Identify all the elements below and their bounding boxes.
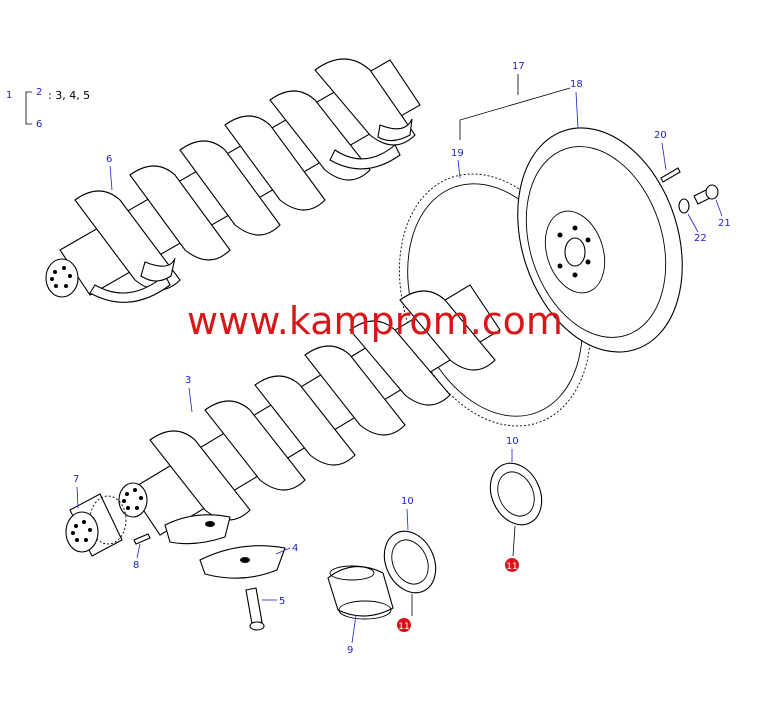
legend-branch-a-refs: : 3, 4, 5 [48, 89, 90, 102]
callout-9: 9 [347, 645, 353, 656]
callout-10-right: 10 [506, 436, 519, 447]
callout-10-left: 10 [401, 496, 414, 507]
callout-5: 5 [279, 596, 285, 607]
marker-11-right [505, 558, 519, 572]
marker-11-left [397, 618, 411, 632]
callout-19: 19 [451, 148, 464, 159]
callout-4: 4 [292, 543, 298, 554]
gear-pin: 8 [133, 533, 151, 571]
thrust-washer-right: 10 11 [489, 436, 543, 572]
bearing-cap-lower: 4 [199, 543, 298, 579]
callout-17: 17 [512, 61, 525, 72]
flywheel-assembly: 17 18 19 20 21 22 [399, 61, 731, 427]
callout-20: 20 [654, 130, 667, 141]
main-bearing: 9 [327, 565, 394, 656]
callout-8: 8 [133, 560, 139, 571]
legend-bracket [25, 91, 32, 125]
callout-11-left: 11 [398, 622, 409, 632]
assembly-legend: 1 2 : 3, 4, 5 6 [6, 87, 90, 130]
crankshaft-upper: 6 [45, 58, 421, 303]
crankshaft-lower: 3 [118, 284, 501, 536]
callout-3: 3 [185, 375, 191, 386]
callout-11-right: 11 [506, 562, 517, 572]
watermark-text: www.kamprom.com [187, 299, 563, 343]
legend-root: 1 [6, 90, 12, 101]
callout-18: 18 [570, 79, 583, 90]
flywheel [517, 127, 683, 353]
cap-bolt: 5 [245, 587, 285, 631]
callout-6: 6 [106, 154, 112, 165]
callout-21: 21 [718, 218, 731, 229]
bearing-cap-upper [164, 514, 231, 545]
legend-branch-b: 6 [36, 119, 42, 130]
thrust-washer-left: 10 11 [383, 496, 437, 632]
flywheel-bolt [693, 184, 719, 205]
callout-7: 7 [73, 474, 79, 485]
legend-branch-a: 2 [36, 87, 42, 98]
dowel-pin [660, 167, 681, 183]
crank-gear: 7 [65, 474, 127, 557]
washer [678, 198, 690, 214]
callout-22: 22 [694, 233, 707, 244]
